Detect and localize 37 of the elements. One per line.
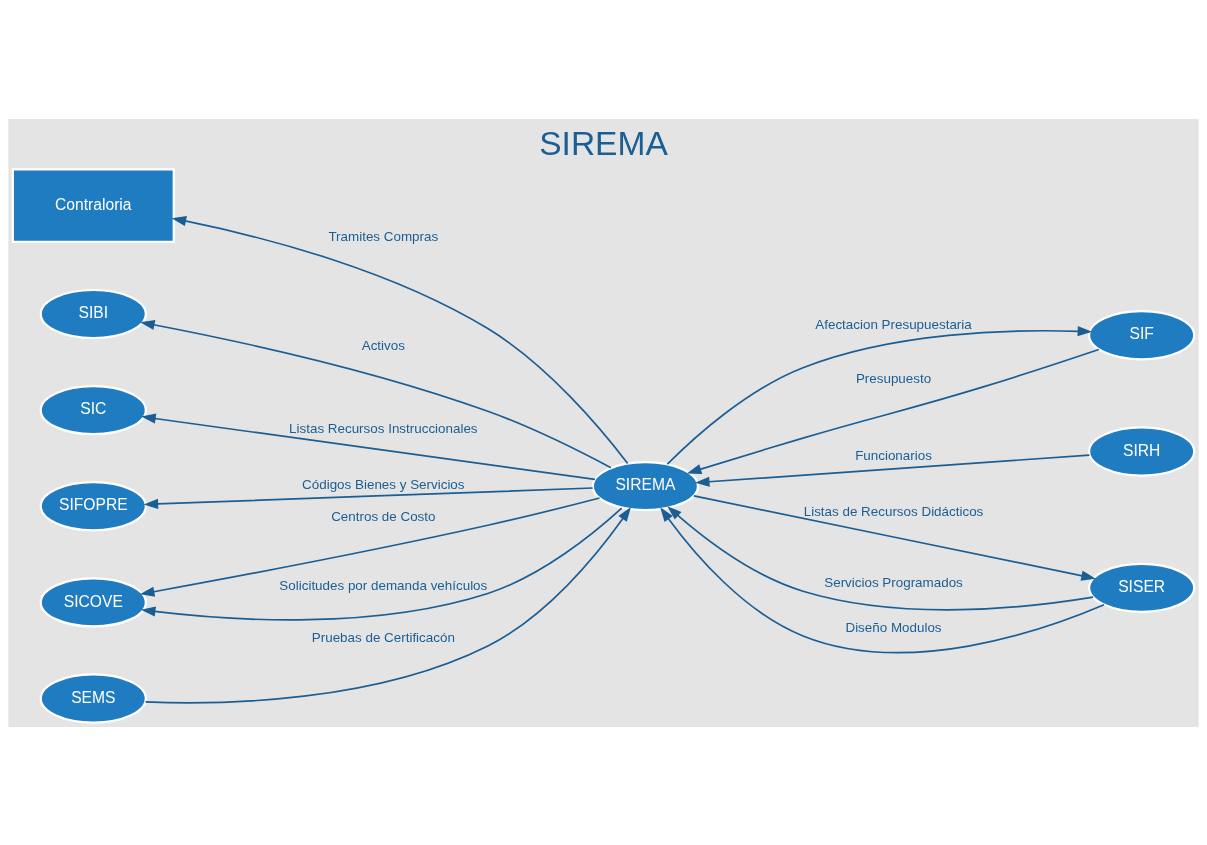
arrow: [141, 413, 596, 480]
arrow: [666, 325, 1093, 465]
node-ellipse: SIREMA: [591, 460, 700, 511]
edge-label: Centros de Costo: [331, 508, 436, 524]
edge-label: Diseño Modulos: [845, 619, 942, 635]
edge-label: Afectacion Presupuestaria: [815, 316, 972, 332]
node-ellipse: SIF: [1088, 309, 1196, 360]
arrow: [143, 486, 594, 509]
arrow: [693, 494, 1096, 581]
node-ellipse: SEMS: [39, 672, 147, 724]
arrow: [144, 506, 631, 704]
arrow: [140, 506, 623, 621]
node-ellipse: SIFOPRE: [39, 480, 147, 531]
edge-label: Pruebas de Certificacón: [311, 629, 455, 645]
node-box: Contraloria: [11, 167, 175, 243]
node-ellipse: SIBI: [39, 288, 147, 339]
arrow: [667, 505, 1094, 610]
edge-label: Activos: [361, 337, 405, 353]
arrow: [140, 319, 612, 469]
edge-label: Funcionarios: [855, 447, 932, 463]
arrow: [171, 215, 629, 464]
edge-label: Presupuesto: [855, 370, 932, 386]
edge-label: Códigos Bienes y Servicios: [302, 476, 465, 492]
edge-label: Solicitudes por demanda vehículos: [279, 577, 488, 593]
node-ellipse: SIC: [39, 384, 147, 435]
arrow: [686, 348, 1100, 474]
diagram-title: SIREMA: [539, 124, 668, 162]
edge-label: Servicios Programados: [824, 574, 963, 590]
edge-label: Listas de Recursos Didácticos: [803, 503, 984, 519]
node-ellipse: SICOVE: [39, 576, 147, 628]
node-ellipse: SISER: [1088, 562, 1196, 613]
node-ellipse: SIRH: [1088, 425, 1196, 477]
edge-label: Listas Recursos Instruccionales: [289, 420, 478, 436]
arrow: [139, 496, 601, 597]
arrow: [660, 506, 1105, 653]
edge-label: Tramites Compras: [328, 228, 439, 244]
arrow: [695, 453, 1091, 487]
